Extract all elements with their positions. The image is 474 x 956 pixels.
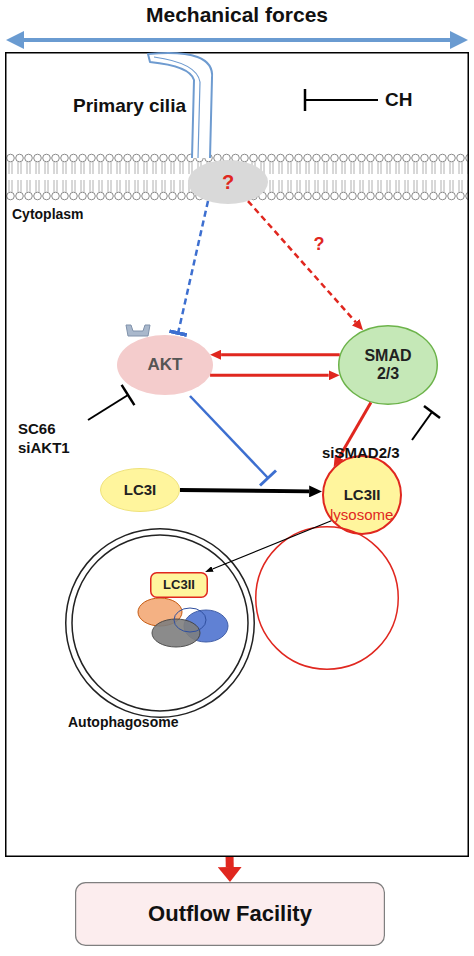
cargo-blob — [152, 619, 200, 647]
protein-node: LC3II — [150, 572, 208, 598]
receptor: ? — [188, 160, 268, 204]
activation-arrow — [180, 490, 309, 491]
akt-inhibition — [190, 396, 276, 486]
node-label: Autophagosome — [68, 714, 208, 730]
node-shape — [339, 326, 438, 405]
node-shape — [6, 53, 469, 857]
inhibitor-ch — [305, 89, 378, 111]
node-label: Primary cilia — [68, 95, 186, 117]
inhibitor-line — [412, 412, 432, 440]
node-label: AKT — [117, 335, 213, 395]
inhibitor-sismad — [412, 406, 440, 440]
node-outline — [65, 528, 255, 718]
protein-node: SMAD 2/3 — [338, 325, 438, 405]
force-arrow-head — [6, 31, 24, 49]
activation-arrow — [213, 521, 332, 569]
node-shape — [256, 527, 399, 670]
node-label: Outflow Facility — [75, 882, 385, 946]
activation-arrow — [226, 857, 234, 867]
node-shape — [117, 335, 213, 395]
node-shape — [66, 529, 255, 718]
node-outline — [255, 526, 399, 670]
inhibitor-bar — [122, 385, 135, 405]
force-arrow — [6, 31, 468, 49]
node-label: LC3I — [100, 468, 180, 512]
node-label: ? — [188, 160, 268, 204]
activation-arrow — [221, 353, 340, 356]
inhibition-bar — [260, 471, 276, 486]
inhibitor-label: siSMAD2/3 — [322, 444, 432, 463]
akt-receptor-icon — [126, 325, 150, 336]
inhibitor-line — [305, 99, 378, 101]
diagram-title: Mechanical forces — [0, 3, 474, 27]
inhibitor-label: CH — [385, 88, 445, 112]
cargo-blob — [174, 608, 206, 632]
node-shape — [151, 573, 208, 598]
node-label: lysosome — [330, 506, 420, 523]
activation-arrow — [210, 374, 329, 377]
node-label: Cytoplasm — [12, 206, 132, 222]
activation-arrow — [248, 201, 356, 322]
node-shape — [72, 535, 248, 711]
inhibitor-bar — [304, 89, 307, 111]
inhibitor-label: SC66 siAKT1 — [18, 420, 78, 458]
primary-cilium: Primary cilia — [140, 45, 220, 160]
inhibition-connector — [178, 201, 208, 333]
node-shape — [101, 469, 180, 512]
force-arrow-head — [450, 31, 468, 49]
inhibitor-line — [88, 395, 128, 420]
autophagosome: AutophagosomeLC3II — [65, 528, 255, 718]
lysosome: lysosome — [255, 526, 399, 670]
inhibitor-sc66 — [88, 385, 134, 420]
autophagosome-cargo — [138, 598, 228, 647]
node-label: SMAD 2/3 — [338, 325, 438, 405]
node-shape — [76, 883, 385, 946]
edge-label: ? — [314, 234, 325, 255]
protein-node: LC3I — [100, 468, 180, 512]
outcome-box: Outflow Facility — [75, 882, 385, 946]
protein-node: AKT — [117, 335, 213, 395]
inhibition-line — [190, 396, 268, 478]
node-shape — [188, 160, 268, 204]
force-arrow-shaft — [22, 38, 452, 42]
inhibitor-bar — [424, 406, 440, 418]
node-label: LC3II — [150, 572, 208, 598]
